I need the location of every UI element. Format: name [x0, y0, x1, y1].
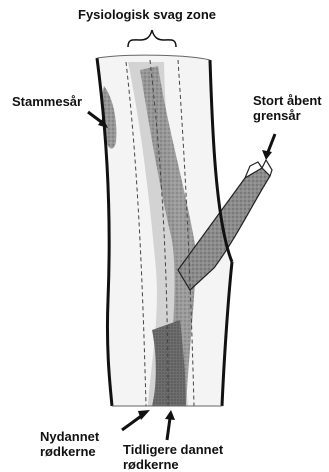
branch-wound-label-line2: grensår — [253, 108, 322, 123]
new-heartwood-label-line2: rødkerne — [40, 444, 99, 459]
weak-zone-bracket — [128, 30, 176, 47]
arrow-nydannet — [122, 410, 150, 430]
weak-zone-label: Fysiologisk svag zone — [78, 7, 216, 22]
trunk-wound-label: Stammesår — [12, 94, 82, 109]
earlier-heartwood-label: Tidligere dannet rødkerne — [123, 442, 223, 472]
new-heartwood-label-line1: Nydannet — [40, 429, 99, 444]
arrow-stort-grensar — [262, 134, 275, 160]
earlier-heartwood-label-line1: Tidligere dannet — [123, 442, 223, 457]
earlier-heartwood-label-line2: rødkerne — [123, 457, 223, 472]
arrow-tidligere — [165, 410, 175, 440]
branch-wound-label-line1: Stort åbent — [253, 93, 322, 108]
new-heartwood-label: Nydannet rødkerne — [40, 429, 99, 459]
branch-wound-label: Stort åbent grensår — [253, 93, 322, 123]
lower-core — [152, 320, 186, 406]
